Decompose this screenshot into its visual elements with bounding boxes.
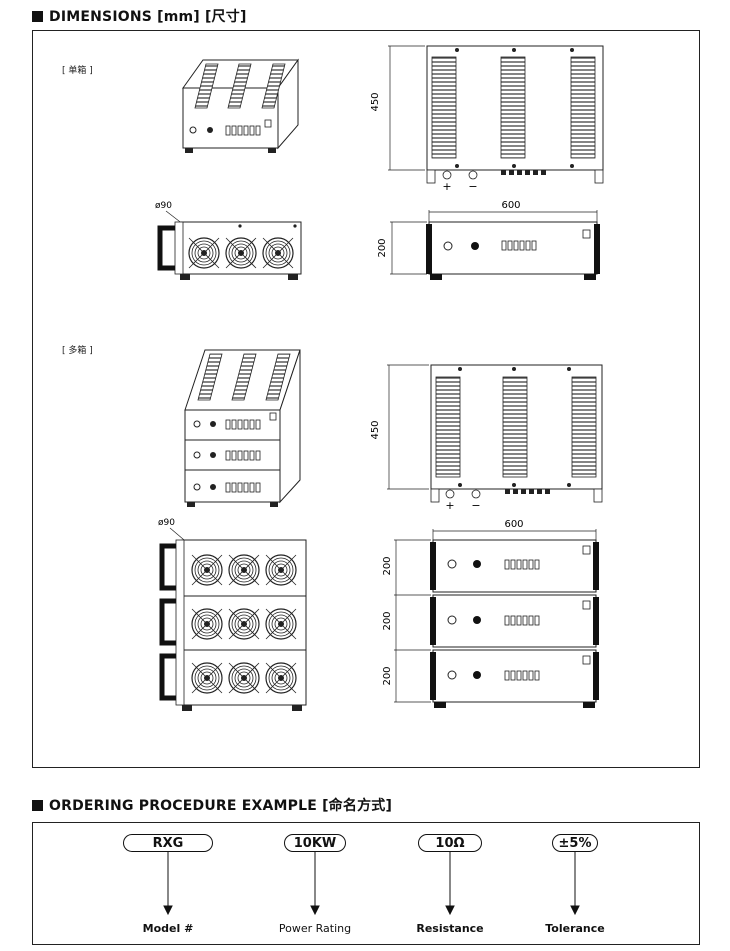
power-rating-label: Power Rating [278, 922, 352, 935]
single-iso-view [182, 58, 299, 153]
ordering-title: ORDERING PROCEDURE EXAMPLE [命名方式] [32, 795, 392, 815]
multi-minus-label: − [471, 499, 480, 512]
multi-rear-view: ø90 [158, 518, 307, 711]
single-front-view: 600 200 [377, 200, 600, 280]
model-label: Model # [142, 922, 194, 935]
minus-terminal-label: − [468, 180, 477, 193]
multi-dim-200-a: 200 [382, 556, 393, 575]
multi-dim-600-label: 600 [504, 519, 523, 530]
dim-200-label: 200 [377, 238, 388, 257]
multi-diameter-label: ø90 [158, 518, 175, 528]
dimensions-title: DIMENSIONS [mm] [尺寸] [32, 6, 247, 26]
multi-front-view: 600 200 200 200 [382, 519, 599, 708]
dimensions-title-text: DIMENSIONS [mm] [尺寸] [49, 9, 247, 25]
multi-top-view: 450 + − [370, 364, 603, 512]
plus-terminal-label: + [442, 180, 451, 193]
multi-dim-450-label: 450 [370, 420, 381, 439]
ordering-frame [32, 822, 700, 945]
multi-dim-200-c: 200 [382, 666, 393, 685]
dim-600-label: 600 [501, 200, 520, 211]
dimension-drawings: 450 + − ø90 600 200 [155, 45, 604, 711]
multi-plus-label: + [445, 499, 454, 512]
model-code-pill: RXG [123, 834, 213, 852]
resistance-label: Resistance [416, 922, 484, 935]
single-unit-tag: [ 单箱 ] [62, 66, 93, 76]
power-code-pill: 10KW [284, 834, 346, 852]
diameter-label: ø90 [155, 201, 172, 211]
square-bullet-icon [32, 799, 43, 811]
resistance-code-pill: 10Ω [418, 834, 482, 852]
ordering-title-text: ORDERING PROCEDURE EXAMPLE [命名方式] [49, 798, 393, 814]
single-top-view: 450 + − [370, 45, 604, 193]
single-rear-view: ø90 [155, 201, 302, 280]
multi-unit-tag: [ 多箱 ] [62, 346, 93, 356]
multi-iso-view [184, 349, 301, 507]
dim-450-label: 450 [370, 92, 381, 111]
dimensions-frame [32, 30, 700, 768]
square-bullet-icon [32, 10, 43, 22]
tolerance-label: Tolerance [545, 922, 605, 935]
multi-dim-200-b: 200 [382, 611, 393, 630]
tolerance-code-pill: ±5% [552, 834, 598, 852]
